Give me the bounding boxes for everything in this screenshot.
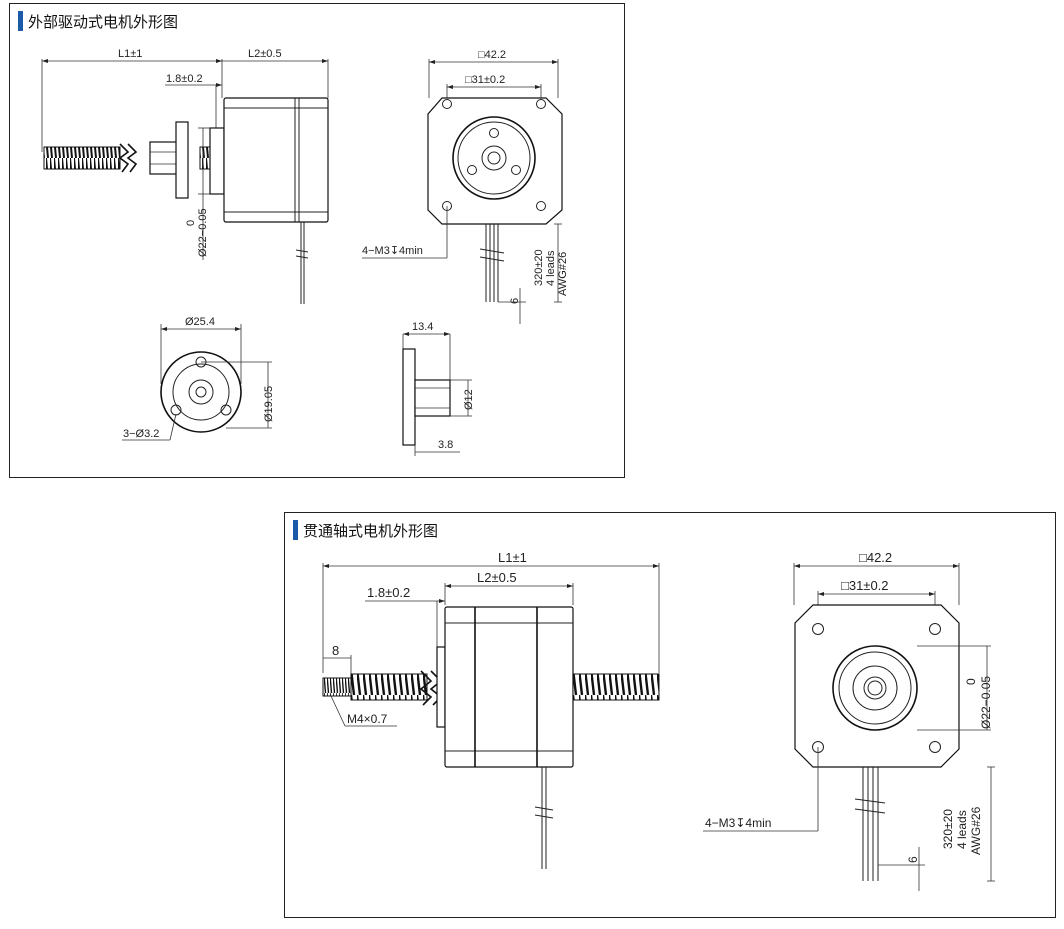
side-view: L1±1 L2±0.5 1.8±0.2 (41, 48, 329, 304)
through-shaft-motor-panel: 贯通轴式电机外形图 L1±1 L2±0.5 (284, 512, 1056, 918)
dim-strip-length: 6 (509, 298, 521, 304)
dim-leads-count: 4 leads (545, 250, 557, 286)
front-view: □42.2 □31±0.2 4−M3↧4min (362, 49, 569, 324)
dim-nut-holes: 3−Ø3.2 (123, 428, 159, 440)
nut-front-view: Ø25.4 Ø19.05 3−Ø3.2 (122, 316, 275, 441)
dim-nut-flange: 3.8 (438, 439, 453, 451)
title-accent-bar (18, 11, 23, 31)
dim-thread: M4×0.7 (347, 712, 388, 726)
dim-l2: L2±0.5 (248, 48, 282, 60)
dim-mount-holes: 4−M3↧4min (705, 816, 771, 830)
dim-lead-length: 320±20 (533, 249, 545, 286)
dim-lead-length: 320±20 (941, 809, 955, 849)
panel-a-title-text: 外部驱动式电机外形图 (28, 12, 179, 31)
dim-nut-od: Ø25.4 (185, 316, 215, 328)
dim-boss-diameter: Ø22−0.05 (979, 676, 993, 729)
dim-flange-thickness: 1.8±0.2 (367, 585, 410, 600)
dim-hole-pitch: □31±0.2 (465, 74, 505, 86)
panel-b-title-text: 贯通轴式电机外形图 (303, 521, 439, 540)
dim-nut-length: 13.4 (412, 321, 433, 333)
nut-side-view: 13.4 Ø12 3.8 (402, 321, 475, 456)
panel-a-title: 外部驱动式电机外形图 (18, 10, 178, 32)
dim-boss-tolerance-upper: 0 (964, 678, 978, 685)
dim-square: □42.2 (859, 550, 892, 565)
dim-mount-holes: 4−M3↧4min (362, 245, 423, 257)
dim-leads-count: 4 leads (955, 810, 969, 849)
dim-l2: L2±0.5 (477, 570, 517, 585)
external-drive-motor-panel: 外部驱动式电机外形图 L1±1 L2±0.5 (9, 3, 625, 478)
dim-square: □42.2 (478, 49, 506, 61)
dim-l1: L1±1 (118, 48, 142, 60)
front-view: □42.2 □31±0.2 0 Ø22−0.05 4−M3 (703, 550, 995, 891)
dim-hole-pitch: □31±0.2 (841, 578, 889, 593)
dim-nut-pcd: Ø19.05 (263, 386, 275, 422)
external-drive-drawing: L1±1 L2±0.5 1.8±0.2 (41, 48, 569, 456)
dim-awg: AWG#26 (969, 806, 983, 855)
title-accent-bar (293, 520, 298, 540)
dim-boss-diameter: Ø22−0.05 (197, 208, 209, 257)
dim-boss-tolerance-upper: 0 (185, 220, 197, 226)
dim-strip-length: 6 (906, 856, 920, 863)
side-view: L1±1 L2±0.5 1.8±0.2 8 (322, 550, 660, 869)
dim-nut-body: Ø12 (463, 389, 475, 410)
dim-awg: AWG#26 (557, 252, 569, 296)
dim-l1: L1±1 (498, 550, 527, 565)
through-shaft-drawing: L1±1 L2±0.5 1.8±0.2 8 (322, 550, 995, 891)
dim-flange-thickness: 1.8±0.2 (166, 73, 203, 85)
dim-tip-length: 8 (332, 643, 339, 658)
panel-b-title: 贯通轴式电机外形图 (293, 519, 438, 541)
